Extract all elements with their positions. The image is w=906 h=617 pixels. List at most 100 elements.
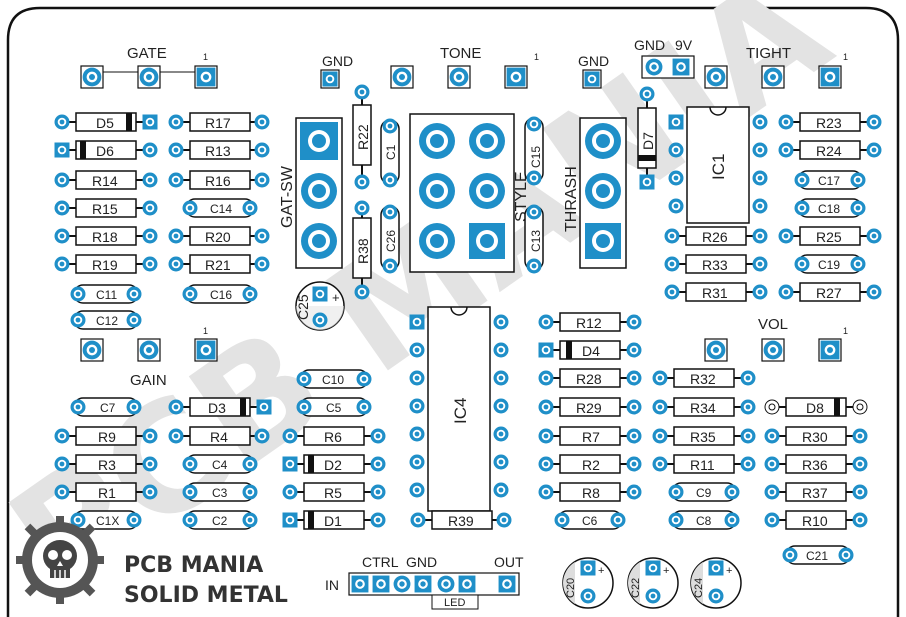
svg-text:R27: R27 — [816, 285, 842, 301]
cap-c1x: C1X — [70, 510, 142, 530]
res-r5: R5 — [282, 482, 386, 502]
svg-text:R8: R8 — [582, 485, 600, 501]
res-r6: R6 — [282, 426, 386, 446]
cap-c16: C16 — [182, 284, 258, 304]
cap-c5: C5 — [296, 397, 372, 417]
svg-text:R19: R19 — [92, 257, 118, 273]
cap-c4: C4 — [182, 454, 258, 474]
cap-c17: C17 — [794, 170, 866, 190]
res-r27: R27 — [778, 282, 882, 302]
cap-c15: C15 — [524, 116, 544, 186]
cap-c12: C12 — [70, 310, 142, 330]
svg-text:R29: R29 — [576, 400, 602, 416]
svg-text:C11: C11 — [96, 288, 117, 302]
diode-d8: D8 — [764, 397, 868, 417]
svg-text:R33: R33 — [702, 257, 728, 273]
cap-c13: C13 — [524, 204, 544, 274]
board-outline — [6, 6, 900, 617]
res-r16: R16 — [168, 170, 270, 190]
res-r28: R28 — [538, 368, 642, 388]
svg-text:R16: R16 — [205, 173, 231, 189]
svg-text:R1: R1 — [98, 485, 116, 501]
svg-text:C1: C1 — [384, 144, 398, 160]
svg-text:C1X: C1X — [96, 514, 119, 528]
res-r24: R24 — [778, 140, 882, 160]
res-r10: R10 — [764, 510, 868, 530]
svg-text:THRASH: THRASH — [563, 166, 580, 232]
diode-d7: D7 — [637, 86, 657, 190]
svg-text:R13: R13 — [205, 143, 231, 159]
svg-text:1: 1 — [203, 52, 208, 62]
svg-text:C19: C19 — [818, 258, 840, 272]
svg-text:GND: GND — [634, 37, 665, 53]
svg-text:C21: C21 — [806, 549, 828, 563]
svg-text:R20: R20 — [205, 229, 231, 245]
svg-text:1: 1 — [843, 326, 848, 336]
svg-text:C10: C10 — [322, 373, 344, 387]
svg-text:C22: C22 — [630, 578, 642, 598]
brand-line1: PCB MANIA — [124, 553, 263, 578]
svg-text:C2: C2 — [212, 514, 228, 528]
cap-c20: +C20 — [562, 557, 614, 609]
power-header: GND 9V — [634, 37, 695, 79]
electrolytics-bottom: +C20 +C22 +C24 — [562, 557, 742, 609]
switch-thrash: THRASH — [563, 117, 627, 269]
svg-text:TONE: TONE — [440, 45, 481, 62]
res-r15: R15 — [54, 198, 158, 218]
left-bottom-components: C7 R9 R3 R1 C1X D3 R4 C4 C3 C2 — [54, 397, 272, 530]
diode-d4: D4 — [538, 340, 642, 360]
svg-text:R23: R23 — [816, 115, 842, 131]
cap-c2: C2 — [182, 510, 258, 530]
res-r9: R9 — [54, 426, 158, 446]
svg-text:GND: GND — [322, 53, 353, 69]
svg-text:GAT-SW: GAT-SW — [279, 165, 296, 228]
res-r25: R25 — [778, 226, 882, 246]
cap-c22: +C22 — [627, 557, 679, 609]
res-r20: R20 — [168, 226, 270, 246]
left-top-components: D5 D6 R14 R15 R18 R19 C11 C12 R17 R13 R1… — [54, 112, 270, 330]
res-r12: R12 — [538, 312, 642, 332]
cap-c25: + C25 — [295, 281, 345, 331]
res-r7: R7 — [538, 426, 642, 446]
pot-gate: GATE 1 — [80, 45, 218, 89]
svg-text:C3: C3 — [212, 486, 228, 500]
svg-text:IC4: IC4 — [451, 398, 470, 424]
gate-label: GATE — [127, 45, 167, 62]
svg-text:R6: R6 — [324, 429, 342, 445]
svg-text:R26: R26 — [702, 229, 728, 245]
cap-c7: C7 — [70, 397, 142, 417]
svg-text:C8: C8 — [696, 514, 712, 528]
svg-text:IN: IN — [325, 577, 339, 593]
res-r13: R13 — [168, 140, 270, 160]
svg-text:R31: R31 — [702, 285, 728, 301]
svg-text:C16: C16 — [210, 288, 232, 302]
ic-ic4: IC4 — [409, 306, 509, 512]
res-r39: R39 — [410, 510, 512, 530]
svg-text:R25: R25 — [816, 229, 842, 245]
res-r17: R17 — [168, 112, 270, 132]
right-top-components: R23 R24 C17 C18 R26 R25 R33 C19 R31 R27 — [664, 112, 882, 302]
svg-text:R12: R12 — [576, 315, 602, 331]
svg-text:C24: C24 — [693, 578, 705, 598]
res-r29: R29 — [538, 397, 642, 417]
mid-left-components: C10 C5 R6 D2 R5 D1 — [282, 369, 386, 530]
gain-label: GAIN — [130, 372, 167, 389]
svg-text:R15: R15 — [92, 201, 118, 217]
svg-text:C7: C7 — [100, 401, 116, 415]
cap-c21: C21 — [782, 545, 854, 565]
res-r18: R18 — [54, 226, 158, 246]
res-r19: R19 — [54, 254, 158, 274]
svg-text:D1: D1 — [324, 513, 342, 529]
svg-text:R30: R30 — [802, 429, 828, 445]
svg-text:TIGHT: TIGHT — [746, 45, 791, 62]
res-r11: R11 — [652, 454, 756, 474]
res-r35: R35 — [652, 426, 756, 446]
svg-text:+: + — [598, 565, 604, 577]
svg-text:C5: C5 — [326, 401, 342, 415]
svg-text:R9: R9 — [98, 429, 116, 445]
res-r8: R8 — [538, 482, 642, 502]
svg-text:IC1: IC1 — [709, 154, 728, 180]
cap-c10: C10 — [296, 369, 372, 389]
svg-text:+: + — [726, 565, 732, 577]
